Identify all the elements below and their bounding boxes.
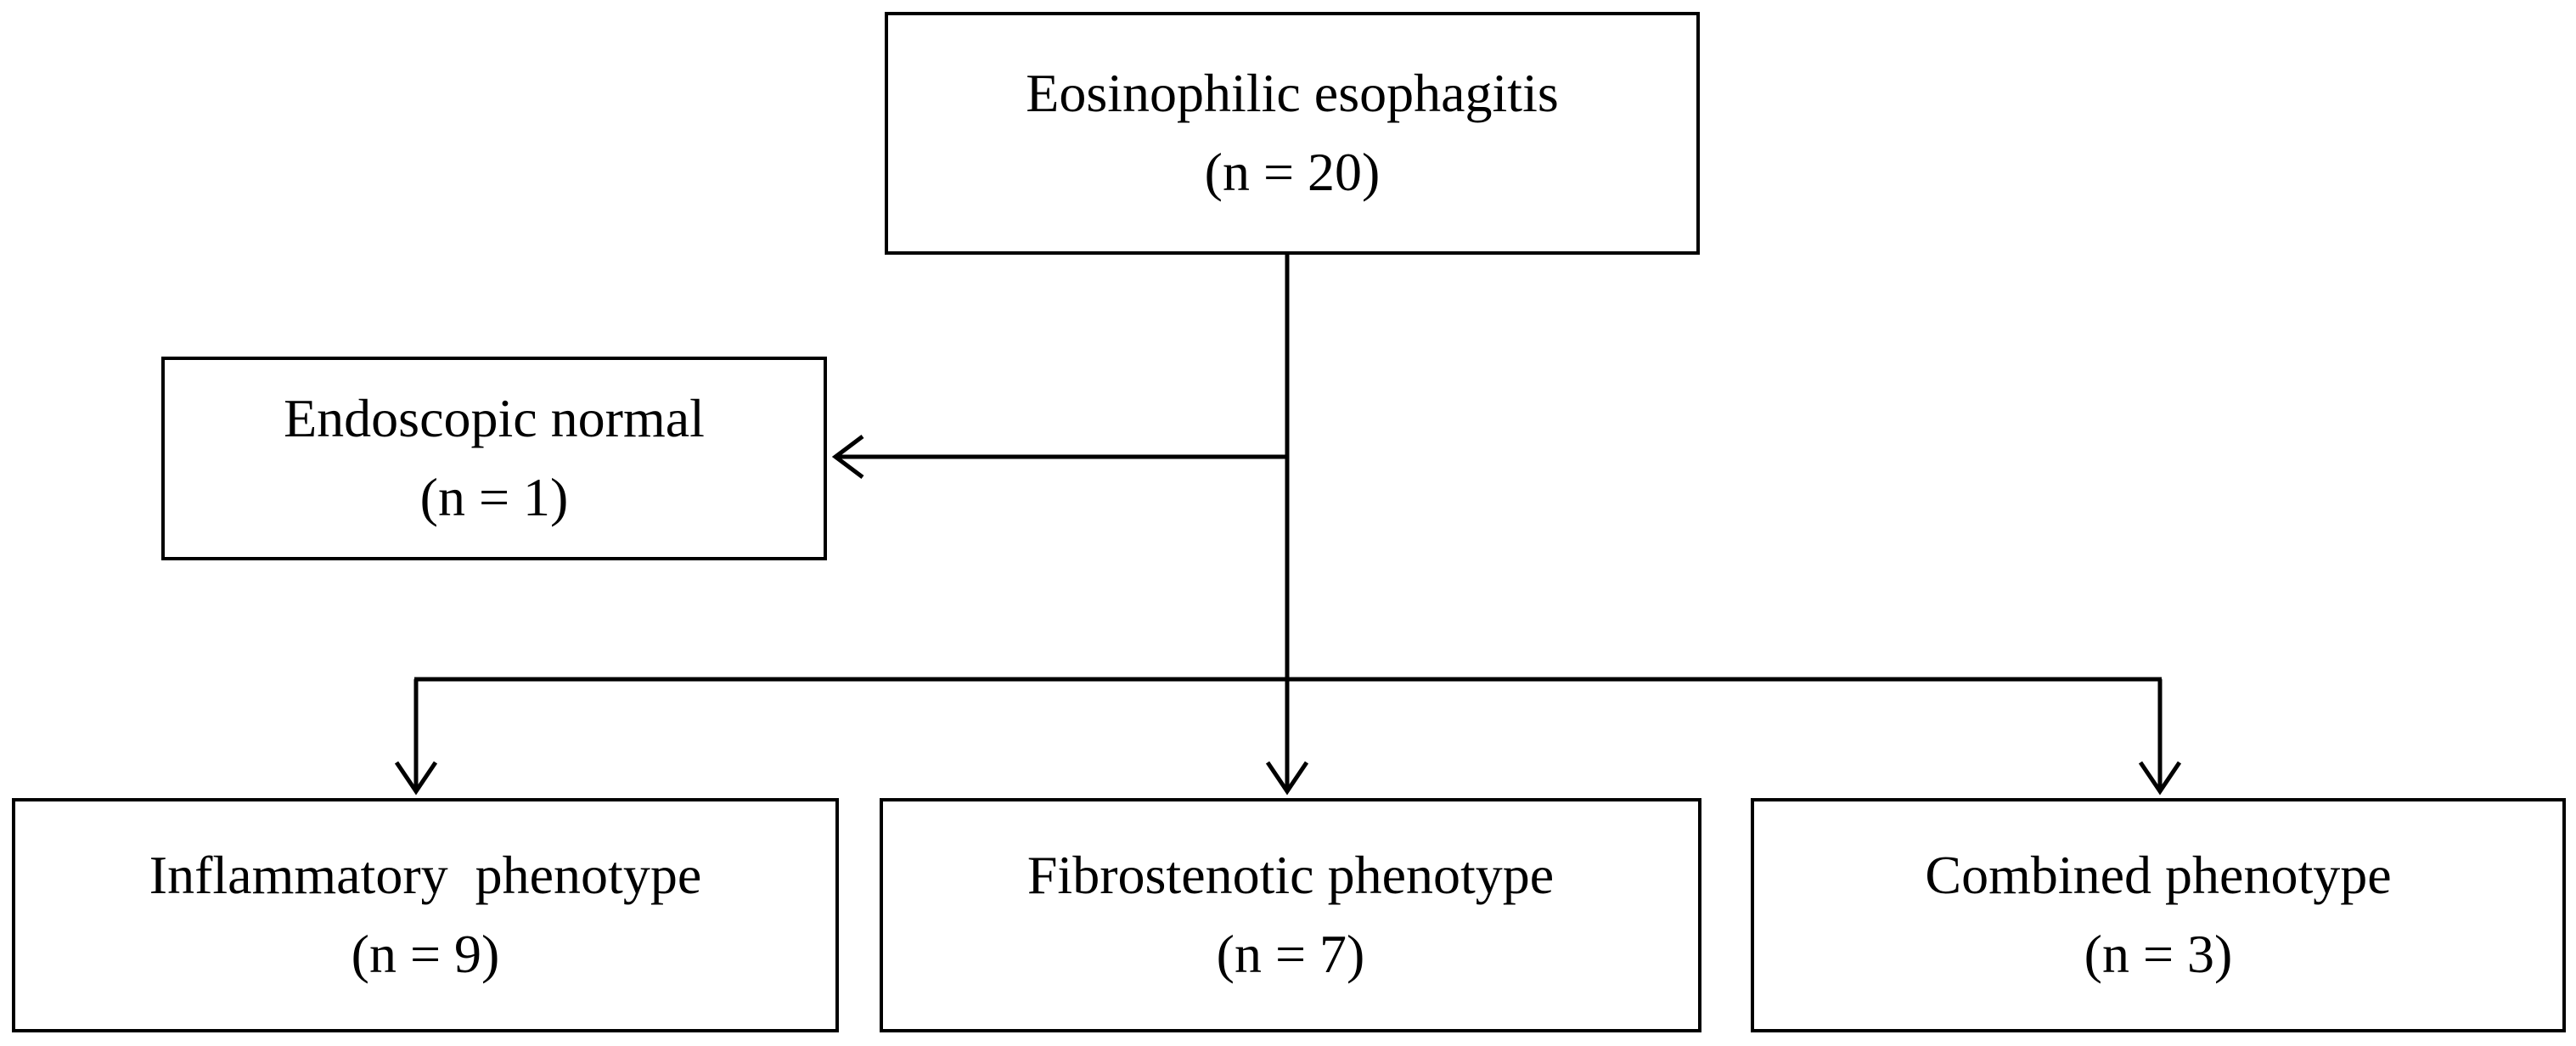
node-fibrostenotic-phenotype: Fibrostenotic phenotype (n = 7) bbox=[880, 798, 1701, 1032]
node-count: (n = 9) bbox=[351, 924, 500, 984]
node-title: Eosinophilic esophagitis bbox=[1026, 63, 1559, 124]
arrowhead-combined bbox=[2138, 761, 2182, 796]
arrowhead-fibrostenotic bbox=[1265, 761, 1309, 796]
node-title: Inflammatory phenotype bbox=[149, 845, 702, 906]
node-combined-phenotype: Combined phenotype (n = 3) bbox=[1751, 798, 2566, 1032]
node-count: (n = 20) bbox=[1204, 142, 1381, 202]
node-inflammatory-phenotype: Inflammatory phenotype (n = 9) bbox=[12, 798, 839, 1032]
node-title: Endoscopic normal bbox=[284, 388, 705, 449]
arrowhead-inflammatory bbox=[394, 761, 438, 796]
node-title: Combined phenotype bbox=[1925, 845, 2392, 906]
node-count: (n = 3) bbox=[2084, 924, 2233, 984]
arrowhead-normal bbox=[831, 435, 864, 479]
node-endoscopic-normal: Endoscopic normal (n = 1) bbox=[161, 357, 827, 560]
node-title: Fibrostenotic phenotype bbox=[1026, 845, 1555, 906]
node-count: (n = 7) bbox=[1216, 924, 1365, 984]
node-count: (n = 1) bbox=[419, 467, 569, 527]
node-eosinophilic-esophagitis: Eosinophilic esophagitis (n = 20) bbox=[885, 12, 1700, 255]
